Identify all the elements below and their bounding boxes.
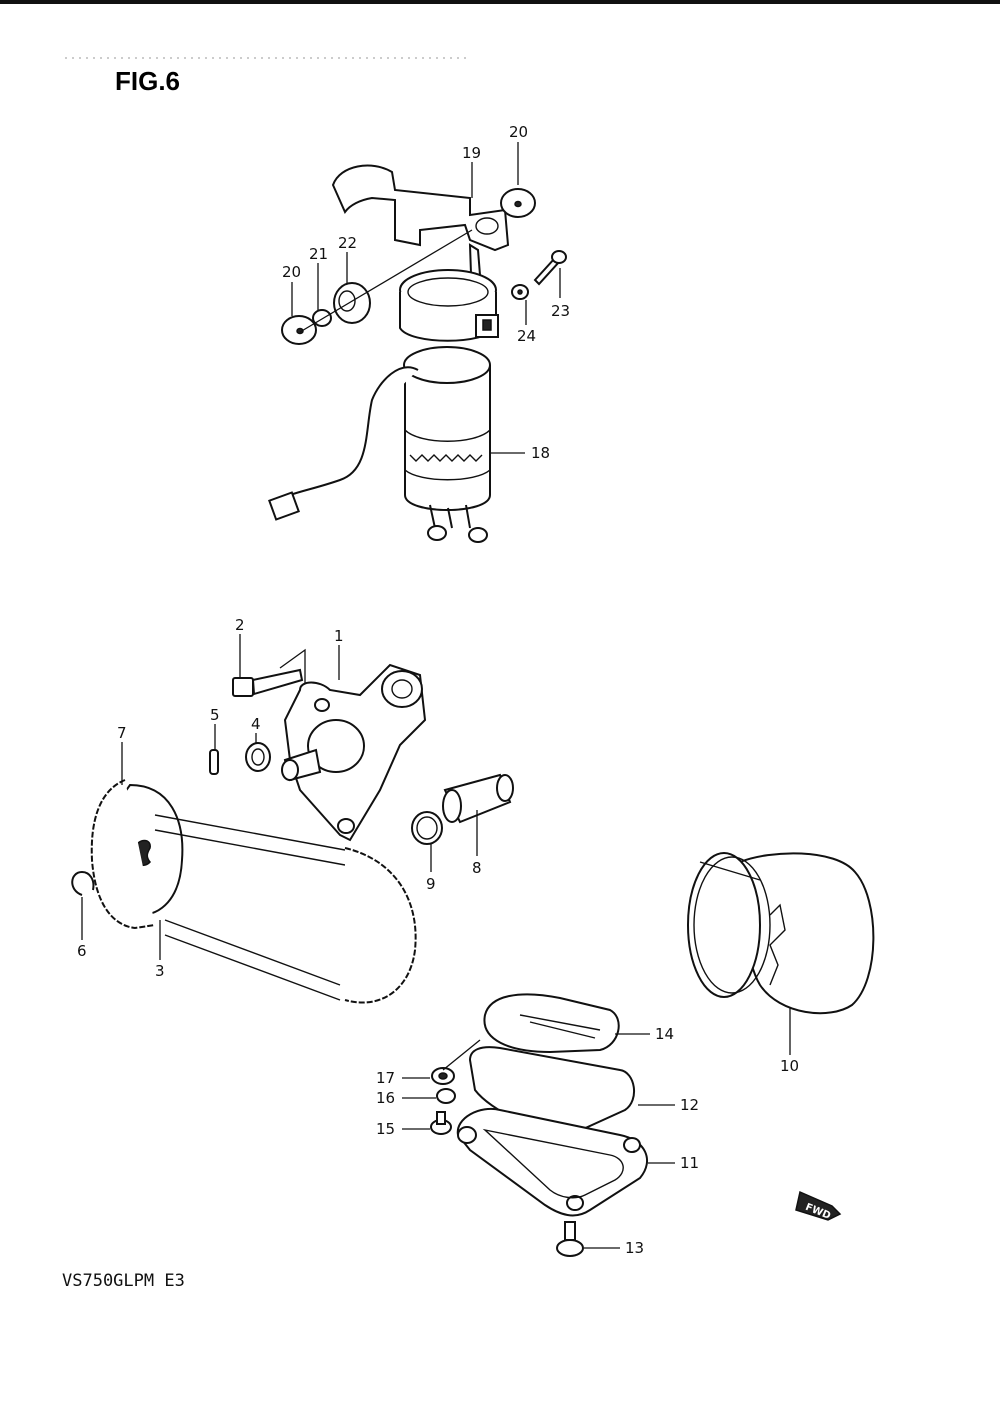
o-ring-9 — [411, 811, 443, 845]
callout-1: 1 — [334, 627, 344, 645]
figure-title: FIG.6 — [115, 66, 180, 96]
callout-2: 2 — [235, 616, 245, 634]
callout-15: 15 — [376, 1120, 395, 1138]
washer-right — [500, 188, 536, 218]
circlip-6 — [71, 870, 95, 896]
callout-6: 6 — [77, 942, 87, 960]
callout-7: 7 — [117, 724, 127, 742]
oil-filter-10 — [687, 852, 875, 1015]
oil-pump-group — [71, 648, 514, 1004]
washer-17 — [431, 1067, 455, 1085]
washer-left — [281, 315, 317, 345]
callout-20-right: 20 — [509, 123, 528, 141]
oil-cover-group — [430, 993, 649, 1257]
callout-19: 19 — [462, 144, 481, 162]
dowel-pin-5 — [209, 749, 219, 775]
leader-lines — [81, 142, 791, 1249]
callout-24: 24 — [517, 327, 536, 345]
callout-16: 16 — [376, 1089, 395, 1107]
callout-4: 4 — [251, 715, 261, 733]
o-ring-4 — [245, 742, 271, 772]
callout-11: 11 — [680, 1154, 699, 1172]
callout-12: 12 — [680, 1096, 699, 1114]
callout-14: 14 — [655, 1025, 674, 1043]
pump-clamp-band — [399, 269, 499, 342]
callout-3: 3 — [155, 962, 165, 980]
callout-13: 13 — [625, 1239, 644, 1257]
callout-22: 22 — [338, 234, 357, 252]
callout-21: 21 — [309, 245, 328, 263]
fitting-8 — [442, 773, 514, 824]
washer-24 — [511, 284, 529, 300]
grommet-22 — [333, 282, 371, 324]
cover-11 — [456, 1107, 649, 1217]
callout-23: 23 — [551, 302, 570, 320]
callout-5: 5 — [210, 706, 220, 724]
callout-10: 10 — [780, 1057, 799, 1075]
callout-9: 9 — [426, 875, 436, 893]
forward-arrow-icon: FWD — [795, 1190, 842, 1222]
washer-16 — [436, 1088, 456, 1104]
callout-18: 18 — [531, 444, 550, 462]
oil-pump — [281, 663, 427, 842]
fuel-pump — [268, 346, 491, 543]
callout-20-left: 20 — [282, 263, 301, 281]
bolt-13 — [556, 1221, 584, 1257]
bolt-23 — [533, 250, 567, 286]
bolt-15 — [430, 1111, 452, 1135]
callout-8: 8 — [472, 859, 482, 877]
gasket-14 — [483, 993, 620, 1054]
bolt-2 — [232, 668, 304, 697]
top-border — [0, 0, 1000, 4]
fuel-pump-group — [268, 164, 567, 543]
model-code: VS750GLPM E3 — [62, 1271, 185, 1291]
callout-labels: 20 19 20 21 22 23 24 18 2 1 5 4 7 8 9 6 … — [77, 123, 799, 1257]
collar-21 — [312, 309, 332, 327]
callout-17: 17 — [376, 1069, 395, 1087]
drive-chain-7 — [90, 779, 417, 1004]
